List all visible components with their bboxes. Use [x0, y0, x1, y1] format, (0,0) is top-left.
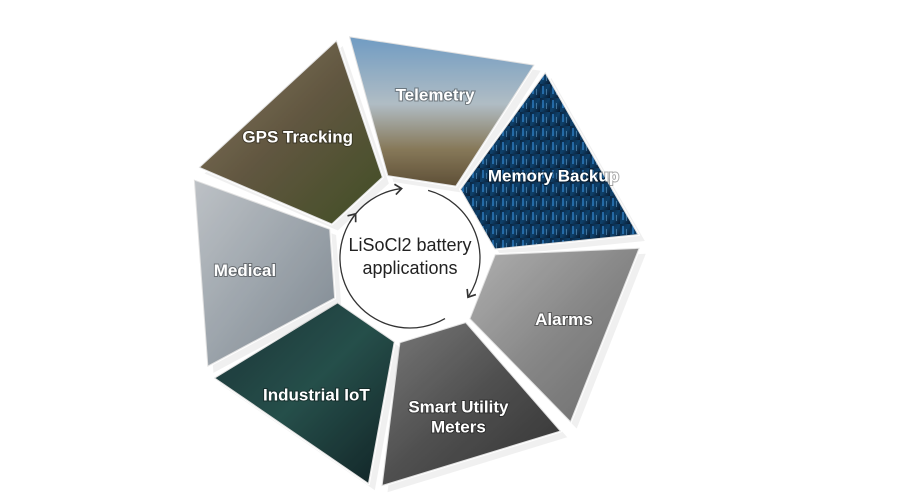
segment-overlay — [193, 179, 336, 367]
segment-telemetry: Telemetry — [347, 35, 541, 193]
segment-medical-image — [192, 178, 337, 368]
segment-overlay — [459, 71, 639, 250]
segment-overlay — [469, 247, 640, 423]
segment-memory-backup-image — [458, 70, 640, 251]
segment-industrial-iot-image — [212, 301, 396, 486]
segment-gps-tracking: GPS Tracking — [197, 39, 389, 231]
segment-telemetry-image — [347, 35, 536, 188]
segment-alarms: Alarms — [468, 246, 646, 429]
segment-overlay — [198, 40, 383, 225]
segment-memory-backup-label: Memory Backup — [488, 167, 619, 186]
segment-smart-utility-meters-label: Meters — [431, 417, 486, 436]
segment-overlay — [348, 36, 535, 187]
center-cycle: LiSoCl2 battery applications — [339, 183, 481, 329]
segment-industrial-iot-label: Industrial IoT — [263, 386, 370, 405]
segment-industrial-iot: Industrial IoT — [212, 301, 401, 491]
segment-overlay — [381, 322, 562, 487]
segment-memory-backup: Memory Backup — [458, 70, 645, 256]
segment-medical-label: Medical — [214, 261, 276, 280]
segment-alarms-image — [468, 246, 641, 424]
segment-smart-utility-meters-label: Smart Utility — [408, 397, 509, 416]
segment-gps-tracking-image — [197, 39, 384, 226]
segment-medical: Medical — [192, 178, 342, 373]
segment-gps-tracking-label: GPS Tracking — [242, 127, 353, 146]
center-title-line2: applications — [362, 258, 457, 278]
segment-overlay — [213, 302, 395, 485]
center-title-line1: LiSoCl2 battery — [348, 235, 471, 255]
cycle-arrow-right — [427, 189, 481, 299]
segment-smart-utility-meters-image — [380, 321, 563, 488]
cycle-arrow-left — [339, 212, 446, 329]
segment-telemetry-label: Telemetry — [396, 85, 476, 104]
segment-alarms-label: Alarms — [535, 310, 593, 329]
